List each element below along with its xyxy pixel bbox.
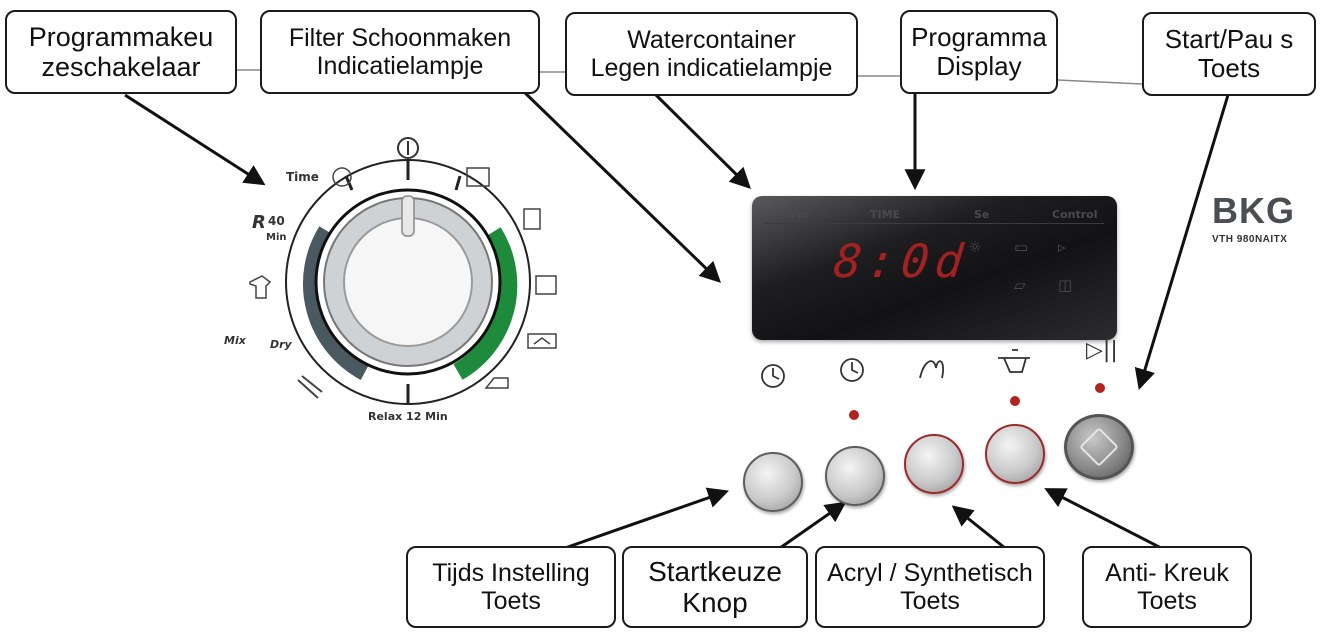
program-icon-wool: [297, 375, 323, 399]
callout-program-display-line2: Display: [936, 51, 1022, 81]
program-icon-extra-dry: [466, 167, 490, 187]
timer-icon: [761, 364, 785, 388]
dial-quick-r: R: [252, 212, 266, 233]
callout-anti-crease: Anti- Kreuk Toets: [1082, 546, 1252, 628]
callout-water-container-line1: Watercontainer: [627, 26, 796, 54]
callout-filter-cleaning-line1: Filter Schoonmaken: [288, 24, 512, 52]
dial-dry-label: Dry: [270, 338, 292, 351]
start-pause-glyph: [1079, 427, 1119, 467]
display-divider: [764, 223, 1104, 224]
arrow-startpause: [1134, 94, 1230, 391]
synthetic-icon: [919, 360, 944, 379]
dial-band-right: [453, 227, 518, 380]
arrow-filter: [518, 86, 722, 283]
callout-start-pause: Start/Pau s Toets: [1142, 12, 1316, 96]
callout-program-selector: Programmakeu zeschakelaar: [5, 10, 237, 94]
dial-band-left: [302, 226, 370, 380]
led-anti-crease: [1010, 396, 1020, 406]
callout-time-setting-line2: Toets: [481, 587, 541, 615]
display-shirt-icon: ◫: [1058, 276, 1073, 294]
arrow-start-delay: [779, 501, 847, 550]
dial-quick-min: Min: [266, 232, 287, 243]
callout-program-selector-line1: Programmakeu: [28, 21, 214, 52]
arrow-time-setting: [564, 487, 729, 550]
arrow-selector: [124, 93, 266, 186]
dial-relax-label: Relax 12 Min: [368, 410, 448, 423]
program-display: Alarm TIME Se Control 8:0d ☼ ▭ ▹ ▱ ◫: [752, 196, 1117, 340]
display-sun-icon: ☼: [968, 238, 982, 256]
power-off-icon: [397, 137, 419, 159]
program-icon-shirt: [249, 275, 272, 299]
brand-logo: BKG VTH 980NAITX: [1212, 190, 1295, 245]
program-icon-cupboard: [535, 275, 557, 295]
arrow-anti-crease: [1044, 488, 1166, 552]
callout-start-delay-line1: Startkeuze: [648, 555, 782, 587]
dial-quick-40: 40: [268, 214, 285, 228]
callout-time-setting: Tijds Instelling Toets: [406, 546, 616, 628]
callout-start-pause-line1: Start/Pau s: [1164, 23, 1294, 54]
anti-crease-icon: [998, 349, 1030, 373]
delay-start-icon: [840, 358, 864, 382]
callout-time-setting-line1: Tijds Instelling: [432, 559, 590, 587]
dial-pointer: [401, 195, 415, 237]
dial-time-label: Time: [286, 170, 319, 184]
callout-start-delay: Startkeuze Knop: [622, 546, 808, 628]
time-icon: [332, 167, 352, 187]
arrow-water: [654, 93, 751, 189]
callout-filter-cleaning-line2: Indicatielampje: [316, 52, 484, 80]
start-pause-icon: ▷||: [1086, 338, 1118, 363]
callout-acryl-synthetic-line1: Acryl / Synthetisch: [827, 559, 1033, 587]
anti-crease-button[interactable]: [985, 424, 1045, 484]
display-drop-icon: ▱: [1014, 276, 1026, 294]
brand-name: BKG: [1212, 190, 1295, 231]
callout-water-container: Watercontainer Legen indicatielampje: [565, 12, 858, 96]
arrow-acryl: [951, 505, 1006, 550]
top-connector-line: [237, 69, 1143, 85]
callout-program-display: Programma Display: [900, 10, 1058, 94]
time-setting-button[interactable]: [743, 452, 803, 512]
acryl-synthetic-button[interactable]: [904, 434, 964, 494]
program-icon-iron: [484, 377, 509, 389]
led-start-pause: [1095, 383, 1105, 393]
display-cupboard-icon: ▭: [1014, 238, 1029, 256]
callout-start-pause-line2: Toets: [1197, 53, 1261, 83]
callout-anti-crease-line2: Toets: [1137, 587, 1197, 615]
led-delay-start: [849, 410, 859, 420]
start-pause-button[interactable]: [1064, 414, 1134, 480]
callout-anti-crease-line1: Anti- Kreuk: [1105, 559, 1229, 587]
brand-model: VTH 980NAITX: [1212, 234, 1288, 245]
display-arrow-icon: ▹: [1058, 238, 1066, 256]
program-icon-hanger: [527, 333, 557, 349]
callout-filter-cleaning: Filter Schoonmaken Indicatielampje: [260, 10, 540, 94]
display-header-control: Control: [1052, 208, 1098, 221]
callout-acryl-synthetic-line2: Toets: [900, 587, 960, 615]
program-icon-cupboard-dry: [523, 208, 541, 230]
callout-program-display-line1: Programma: [911, 21, 1047, 52]
start-delay-button[interactable]: [825, 446, 885, 506]
display-header-selection: Se: [974, 208, 990, 221]
dial-mix-label: Mix: [224, 334, 246, 347]
callout-program-selector-line2: zeschakelaar: [41, 52, 201, 82]
callout-acryl-synthetic: Acryl / Synthetisch Toets: [815, 546, 1045, 628]
callout-start-delay-line2: Knop: [682, 587, 748, 618]
callout-water-container-line2: Legen indicatielampje: [590, 54, 833, 82]
display-header-alarm: Alarm: [772, 208, 809, 221]
program-dial[interactable]: [249, 137, 557, 405]
display-header-time: TIME: [870, 208, 901, 221]
